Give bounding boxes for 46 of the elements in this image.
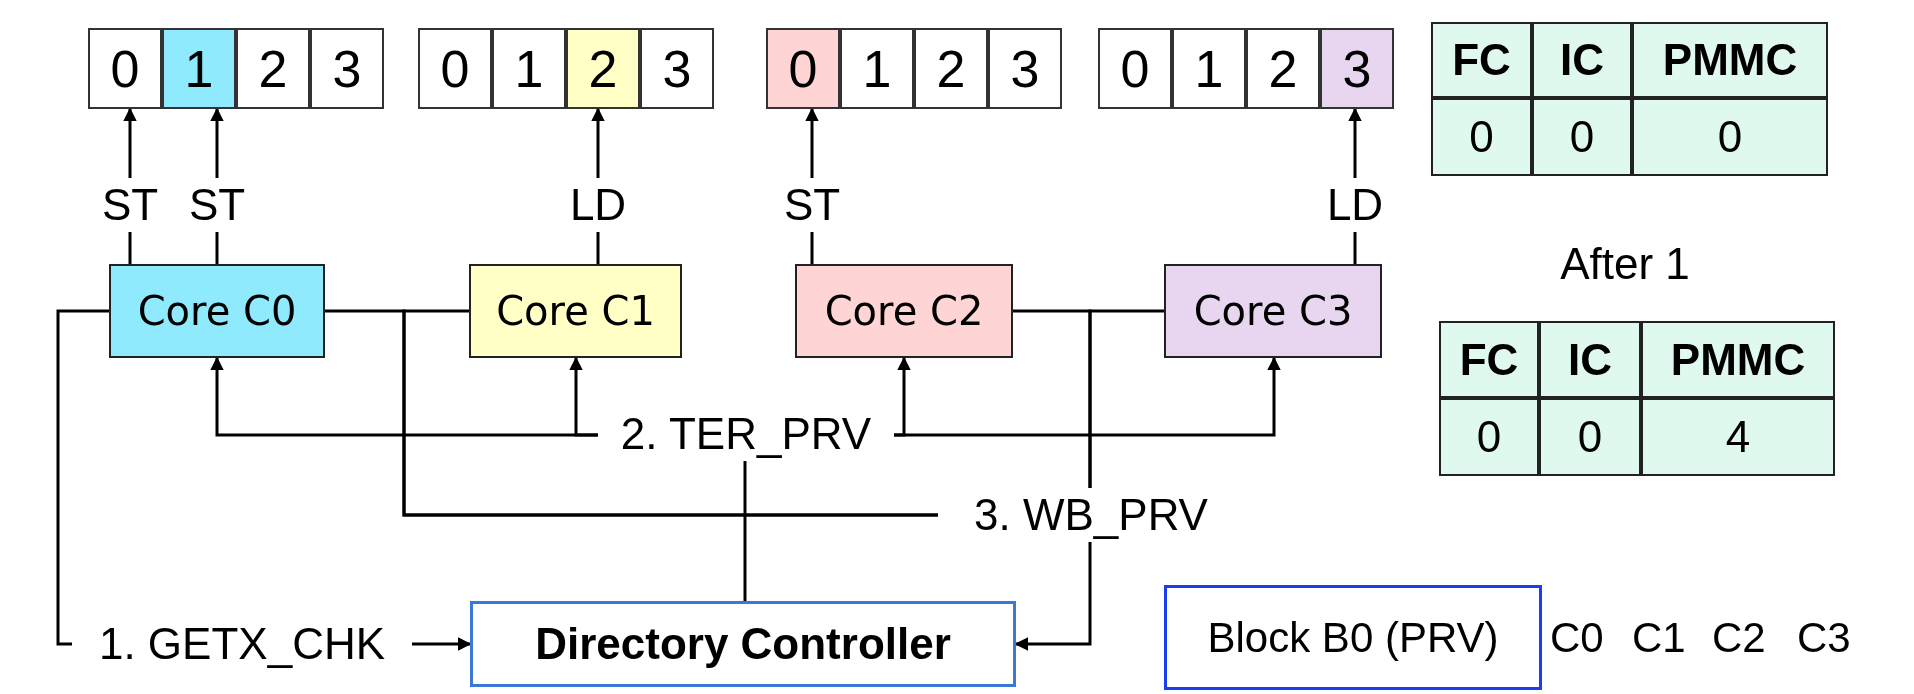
directory-controller-box: Directory Controller — [470, 601, 1016, 687]
caption: After 1 — [1559, 238, 1691, 290]
cache-entry: 3 — [1320, 28, 1394, 109]
table-cell: 0 — [1532, 98, 1632, 176]
cache-entry: 0 — [88, 28, 162, 109]
core-box: Core C1 — [469, 264, 682, 358]
cache-entry: 1 — [162, 28, 236, 109]
core-id-label: C1 — [1632, 612, 1686, 663]
table-cell: 0 — [1439, 398, 1539, 476]
table-cell: 0 — [1539, 398, 1641, 476]
core-box: Core C3 — [1164, 264, 1382, 358]
core-box: Core C0 — [109, 264, 325, 358]
table-header-cell: IC — [1539, 321, 1641, 398]
cache-entry: 0 — [1098, 28, 1172, 109]
cache-entry: 3 — [988, 28, 1062, 109]
table-cell: 0 — [1431, 98, 1532, 176]
arrow — [894, 356, 1281, 437]
connector-line — [743, 461, 747, 601]
cache-entry: 2 — [566, 28, 640, 109]
core-id-label: C3 — [1797, 612, 1851, 663]
arrow — [412, 637, 472, 651]
table-cell: 4 — [1641, 398, 1835, 476]
cache-entry: 1 — [1172, 28, 1246, 109]
cache-entry: 2 — [914, 28, 988, 109]
connector-line — [56, 309, 109, 646]
table-header-cell: IC — [1532, 22, 1632, 98]
arrow — [1014, 542, 1092, 651]
cache-entry: 1 — [840, 28, 914, 109]
cache-entry: 0 — [766, 28, 840, 109]
cache-entry: 1 — [492, 28, 566, 109]
table-cell: 0 — [1632, 98, 1828, 176]
cache-entry: 3 — [640, 28, 714, 109]
table-header-cell: FC — [1431, 22, 1532, 98]
cache-entry: 0 — [418, 28, 492, 109]
cache-entry: 2 — [236, 28, 310, 109]
connector-line — [1088, 309, 1164, 488]
core-id-label: C2 — [1712, 612, 1766, 663]
cache-entry: 3 — [310, 28, 384, 109]
arrow — [569, 356, 598, 437]
cache-entry: 2 — [1246, 28, 1320, 109]
table-header-cell: PMMC — [1641, 321, 1835, 398]
table-header-cell: PMMC — [1632, 22, 1828, 98]
block-box: Block B0 (PRV) — [1164, 585, 1542, 690]
core-box: Core C2 — [795, 264, 1013, 358]
table-header-cell: FC — [1439, 321, 1539, 398]
core-id-label: C0 — [1550, 612, 1604, 663]
